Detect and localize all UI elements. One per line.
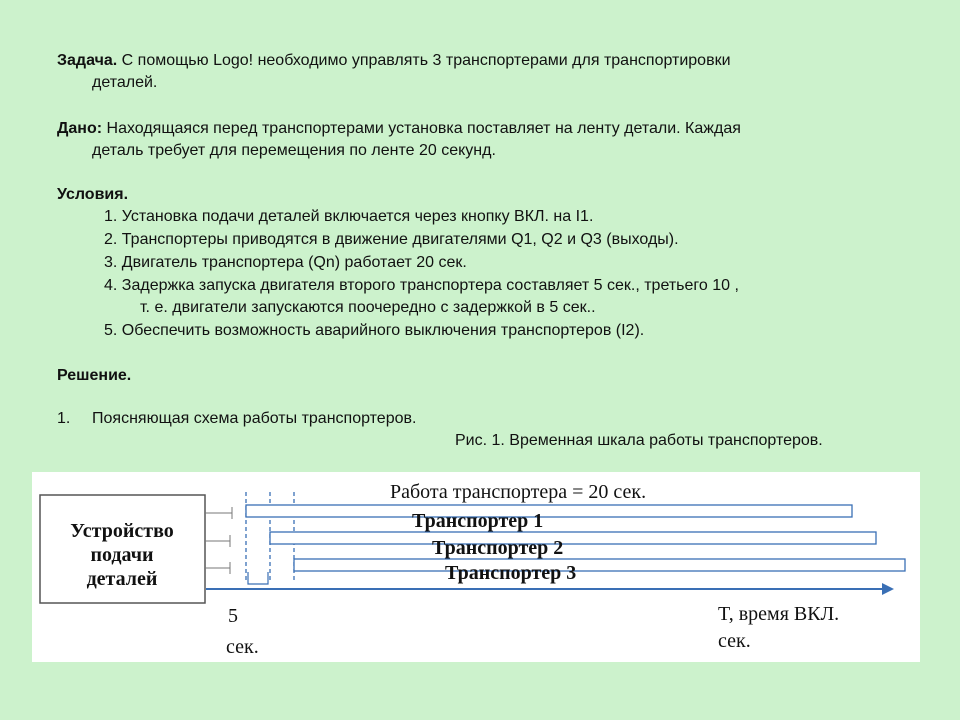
task-text-line1: С помощью Logo! необходимо управлять 3 т… [121,52,731,69]
condition-item-4: 4. Задержка запуска двигателя второго тр… [104,277,739,294]
time-axis-label: T, время ВКЛ. [718,603,839,625]
given-text-line2: деталь требует для перемещения по ленте … [92,142,496,159]
conveyor-bar-2 [269,531,877,545]
conveyor-bar-3 [293,558,906,572]
solution-title: Решение. [57,367,132,384]
timeline-diagram: Устройство подачи деталей Работа транспо… [39,481,906,658]
timeline-figure: Устройство подачи деталей Работа транспо… [32,472,920,662]
delay-value: 5 [228,605,238,627]
conveyor-label-3: Транспортер 3 [445,562,576,584]
condition-item-4-cont: т. е. двигатели запускаются поочередно с… [140,299,596,316]
conveyor-label-2: Транспортер 2 [432,537,563,559]
device-label-line2: подачи [90,544,153,566]
task-paragraph: Задача. С помощью Logo! необходимо управ… [57,50,917,72]
conveyor-label-1: Транспортер 1 [412,510,543,532]
device-label-line3: деталей [87,568,158,590]
condition-item-5: 5. Обеспечить возможность аварийного вык… [104,322,645,339]
device-box [39,494,206,604]
time-axis-arrowhead [882,583,894,595]
conditions-title: Условия. [57,186,129,203]
time-axis-unit: сек. [718,630,751,652]
delay-unit: сек. [226,636,259,658]
task-label: Задача. [57,52,118,69]
condition-item-3: 3. Двигатель транспортера (Qn) работает … [104,254,467,271]
condition-item-2: 2. Транспортеры приводятся в движение дв… [104,231,679,248]
given-paragraph: Дано: Находящаяся перед транспортерами у… [57,118,917,140]
given-label: Дано: [57,120,103,137]
figure-caption: Рис. 1. Временная шкала работы транспорт… [455,432,823,449]
solution-step-number: 1. [57,410,71,427]
conveyor-bar-1 [245,504,853,518]
delay-bracket [247,572,269,585]
given-text-line1: Находящаяся перед транспортерами установ… [106,120,741,137]
solution-step-text: Поясняющая схема работы транспортеров. [92,410,417,427]
device-label-line1: Устройство [70,520,173,542]
condition-item-1: 1. Установка подачи деталей включается ч… [104,208,594,225]
work-duration-label: Работа транспортера = 20 сек. [390,481,646,503]
task-text-line2: деталей. [92,74,158,91]
